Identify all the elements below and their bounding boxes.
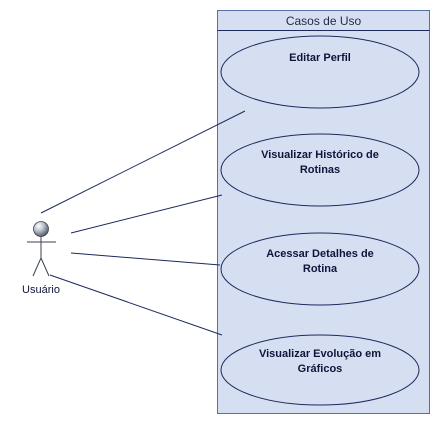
association-line-detalhes[interactable] [70, 252, 221, 266]
actor-usuario[interactable]: Usuário [22, 221, 60, 297]
use-case-label: Editar Perfil [289, 52, 351, 64]
use-case-ellipse [220, 35, 420, 109]
use-case-ellipse [220, 232, 420, 306]
association-line-editar-perfil[interactable] [40, 110, 246, 214]
association-line-evolucao[interactable] [49, 274, 223, 336]
association-line-historico[interactable] [70, 194, 223, 234]
actor-left-leg-icon [32, 257, 42, 277]
use-case-label-line2: Gráficos [298, 363, 343, 375]
use-case-label-line2: Rotinas [300, 164, 340, 176]
use-case-label-line1: Acessar Detalhes de [266, 248, 374, 260]
system-title: Casos de Uso [286, 14, 362, 28]
use-case-editar-perfil[interactable]: Editar Perfil [220, 35, 420, 109]
use-case-ellipse [220, 334, 420, 406]
use-case-ellipse [220, 133, 420, 207]
use-case-visualizar-historico[interactable]: Visualizar Histórico de Rotinas [220, 133, 420, 207]
use-case-acessar-detalhes[interactable]: Acessar Detalhes de Rotina [220, 232, 420, 306]
actor-head-icon [33, 221, 49, 237]
use-case-label-line2: Rotina [303, 263, 338, 275]
associations [40, 110, 246, 336]
use-case-label-line1: Visualizar Evolução em [259, 348, 381, 360]
use-case-visualizar-evolucao[interactable]: Visualizar Evolução em Gráficos [220, 334, 420, 406]
actor-right-leg-icon [40, 257, 50, 277]
use-case-label-line1: Visualizar Histórico de [261, 149, 379, 161]
actor-label: Usuário [22, 284, 60, 296]
